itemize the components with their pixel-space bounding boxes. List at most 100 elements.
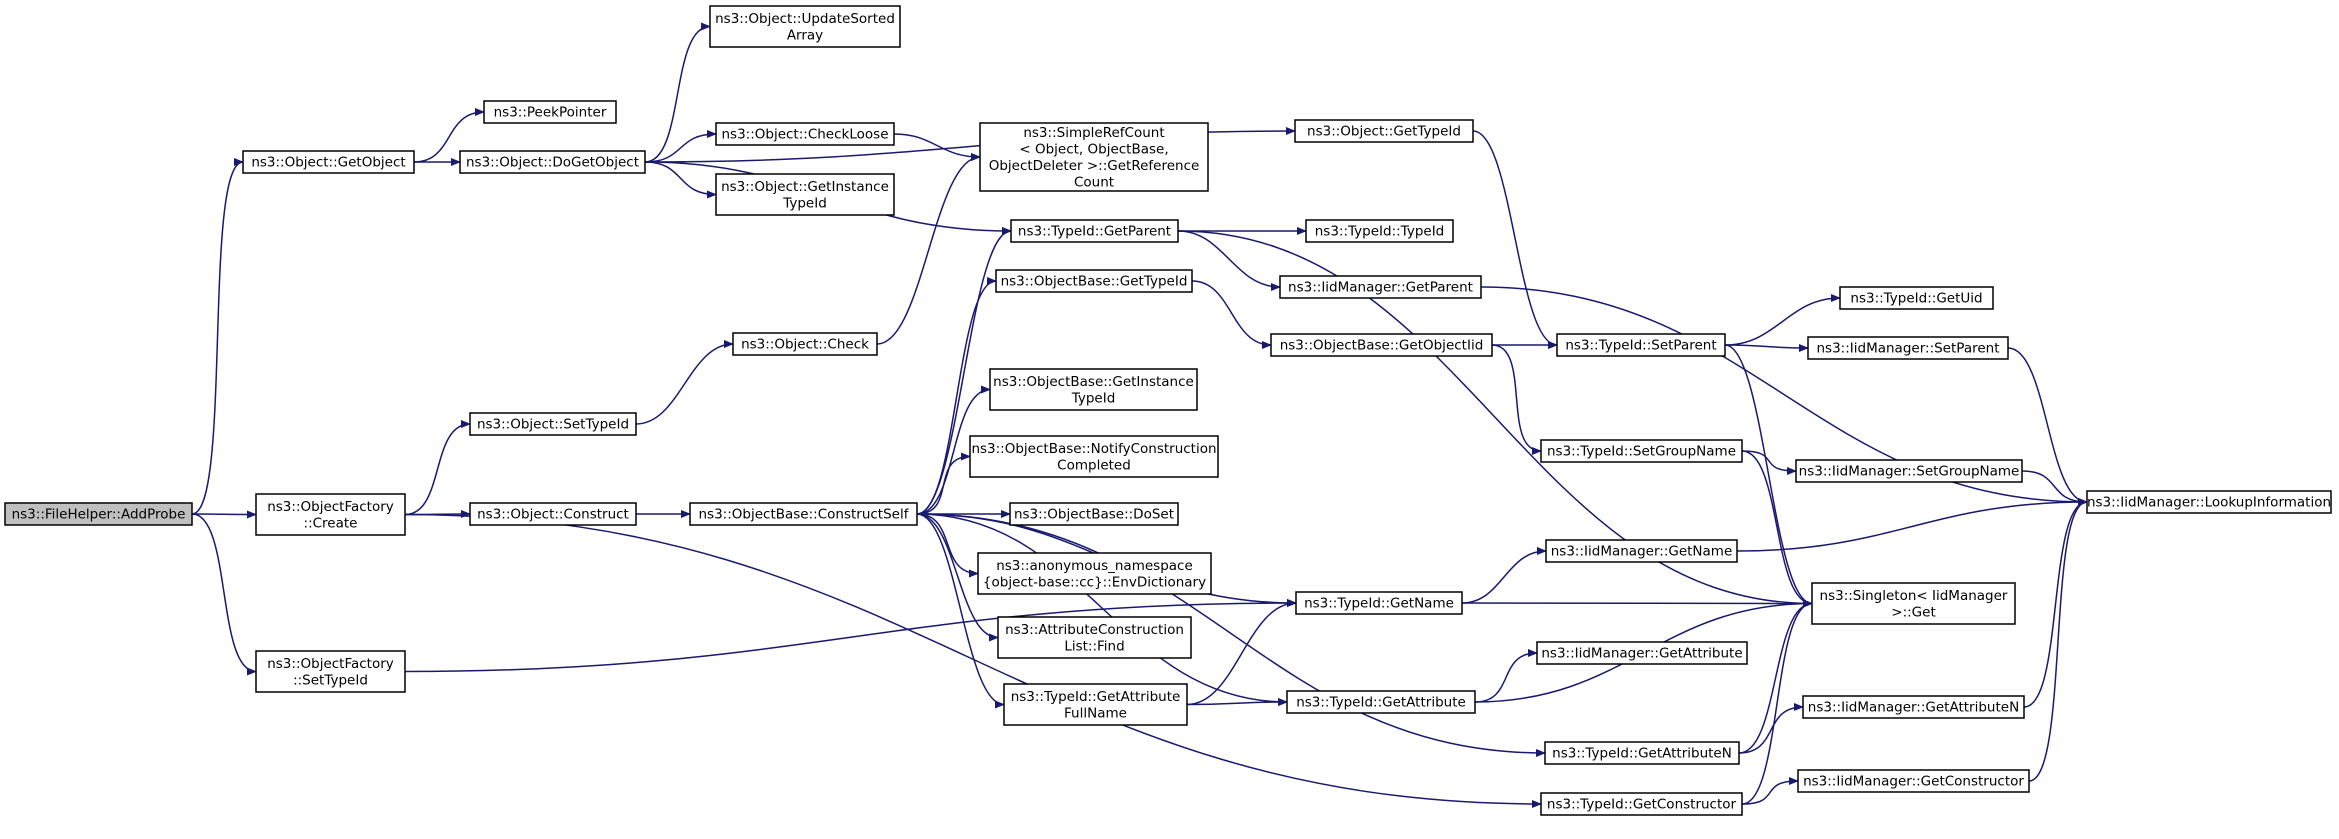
node-label: ns3::Object::CheckLoose xyxy=(721,127,888,143)
node-setparent[interactable]: ns3::TypeId::SetParent xyxy=(1556,333,1726,357)
node-label: ns3::SimpleRefCount xyxy=(1023,125,1164,141)
edge-dogetobject-to-updatesorted xyxy=(644,22,711,163)
node-box xyxy=(1279,275,1482,299)
node-constructself[interactable]: ns3::ObjectBase::ConstructSelf xyxy=(689,502,918,526)
node-label: ns3::Singleton< IidManager xyxy=(1820,588,2008,604)
node-box xyxy=(1802,695,2025,719)
node-notifyconstruction[interactable]: ns3::ObjectBase::NotifyConstructionCompl… xyxy=(969,435,1219,478)
node-getconstructor[interactable]: ns3::TypeId::GetConstructor xyxy=(1540,792,1743,816)
edge-getattributen-to-iid-getattributen xyxy=(1738,703,1804,754)
node-getparent[interactable]: ns3::TypeId::GetParent xyxy=(1010,219,1179,243)
edge-getname-to-iid-getname xyxy=(1461,547,1547,604)
edge-constructself-to-envdict xyxy=(916,513,979,578)
node-getobjectiid[interactable]: ns3::ObjectBase::GetObjectIid xyxy=(1270,333,1493,357)
node-label: ns3::Object::SetTypeId xyxy=(477,417,629,433)
node-obj-settypeid[interactable]: ns3::Object::SetTypeId xyxy=(469,412,637,436)
node-iid-getparent[interactable]: ns3::IidManager::GetParent xyxy=(1279,275,1482,299)
node-iid-getattribute[interactable]: ns3::IidManager::GetAttribute xyxy=(1536,641,1748,665)
node-iid-getattributen[interactable]: ns3::IidManager::GetAttributeN xyxy=(1802,695,2025,719)
node-box xyxy=(242,150,415,174)
node-singleton[interactable]: ns3::Singleton< IidManager>::Get xyxy=(1811,582,2016,625)
node-box xyxy=(989,368,1198,411)
node-label: ns3::ObjectBase::NotifyConstruction xyxy=(971,441,1216,457)
node-addprobe[interactable]: ns3::FileHelper::AddProbe xyxy=(4,502,193,526)
node-iid-setparent[interactable]: ns3::IidManager::SetParent xyxy=(1807,336,2009,360)
node-label: ns3::ObjectBase::GetTypeId xyxy=(1001,274,1188,290)
node-typeid-typeid[interactable]: ns3::TypeId::TypeId xyxy=(1305,219,1454,243)
node-label: ns3::TypeId::SetGroupName xyxy=(1547,444,1736,460)
node-checkloose[interactable]: ns3::Object::CheckLoose xyxy=(715,122,895,146)
node-getattributen[interactable]: ns3::TypeId::GetAttributeN xyxy=(1544,741,1740,765)
edge-constructself-to-notifyconstruction xyxy=(916,452,971,515)
node-box xyxy=(4,502,193,526)
edge-constructself-to-getattribute xyxy=(916,513,1288,706)
node-box xyxy=(1295,591,1463,615)
node-label: ns3::IidManager::GetParent xyxy=(1288,280,1473,296)
node-box xyxy=(715,173,895,216)
node-box xyxy=(1003,683,1188,726)
node-label: ns3::TypeId::GetAttributeN xyxy=(1552,746,1732,762)
node-getuid[interactable]: ns3::TypeId::GetUid xyxy=(1839,286,1994,310)
node-label: Completed xyxy=(1057,457,1131,473)
node-label: ns3::ObjectFactory xyxy=(267,656,394,672)
node-setgroupname[interactable]: ns3::TypeId::SetGroupName xyxy=(1540,439,1743,463)
node-factory-settypeid[interactable]: ns3::ObjectFactory::SetTypeId xyxy=(255,650,406,693)
node-label: ns3::TypeId::GetParent xyxy=(1018,224,1171,240)
node-label: < Object, ObjectBase, xyxy=(1019,141,1168,157)
node-label: ns3::TypeId::TypeId xyxy=(1315,224,1445,240)
node-getname[interactable]: ns3::TypeId::GetName xyxy=(1295,591,1463,615)
node-iid-setgroupname[interactable]: ns3::IidManager::SetGroupName xyxy=(1795,459,2023,483)
node-label: ns3::Object::Check xyxy=(741,337,869,353)
node-label: ns3::TypeId::GetAttribute xyxy=(1011,689,1181,705)
node-obj-check[interactable]: ns3::Object::Check xyxy=(732,332,878,356)
node-ob-gettypeid[interactable]: ns3::ObjectBase::GetTypeId xyxy=(995,269,1193,293)
node-box xyxy=(1556,333,1726,357)
node-getattribute[interactable]: ns3::TypeId::GetAttribute xyxy=(1286,690,1476,714)
edge-dogetobject-to-getinstance xyxy=(644,161,717,199)
node-label: List::Find xyxy=(1064,638,1124,654)
node-iid-getname[interactable]: ns3::IidManager::GetName xyxy=(1545,539,1738,563)
node-box xyxy=(2086,490,2332,514)
node-label: ns3::ObjectBase::GetObjectIid xyxy=(1280,338,1484,354)
node-label: TypeId xyxy=(782,195,827,211)
node-label: ns3::FileHelper::AddProbe xyxy=(12,507,186,523)
edge-getattrfull-to-getattribute xyxy=(1186,698,1288,707)
node-envdict[interactable]: ns3::anonymous_namespace{object-base::cc… xyxy=(977,552,1212,595)
node-box xyxy=(979,122,1209,192)
node-obj-construct[interactable]: ns3::Object::Construct xyxy=(469,502,637,526)
node-layer: ns3::FileHelper::AddProbe ns3::Object::Ge… xyxy=(4,5,2332,816)
node-label: ns3::TypeId::GetAttribute xyxy=(1296,695,1466,711)
node-label: ns3::Object::GetObject xyxy=(251,155,405,171)
node-dogetobject[interactable]: ns3::Object::DoGetObject xyxy=(459,150,646,174)
edge-getattribute-to-iid-getattribute xyxy=(1474,649,1538,703)
edge-setparent-to-iid-setparent xyxy=(1724,343,1809,352)
edge-layer xyxy=(191,22,2088,808)
edge-setgroupname-to-iid-setgroupname xyxy=(1741,450,1797,475)
edge-getname-to-singleton xyxy=(1461,599,1813,608)
edge-getobject-to-peekpointer xyxy=(413,108,485,163)
node-getobject[interactable]: ns3::Object::GetObject xyxy=(242,150,415,174)
edge-getobjectiid-to-setgroupname xyxy=(1491,344,1542,455)
node-label: ns3::AttributeConstruction xyxy=(1005,622,1184,638)
node-box xyxy=(1540,792,1743,816)
node-iid-getconstructor[interactable]: ns3::IidManager::GetConstructor xyxy=(1797,769,2030,793)
node-lookup[interactable]: ns3::IidManager::LookupInformation xyxy=(2086,490,2332,514)
node-label: >::Get xyxy=(1891,604,1935,620)
node-box xyxy=(732,332,878,356)
edge-setparent-to-getuid xyxy=(1724,294,1841,346)
node-box xyxy=(1270,333,1493,357)
node-box xyxy=(1010,219,1179,243)
node-label: FullName xyxy=(1064,705,1127,721)
node-label: ns3::TypeId::GetConstructor xyxy=(1547,797,1737,813)
node-peekpointer[interactable]: ns3::PeekPointer xyxy=(483,100,617,124)
node-doset[interactable]: ns3::ObjectBase::DoSet xyxy=(1009,502,1179,526)
node-obj-gettypeid[interactable]: ns3::Object::GetTypeId xyxy=(1294,119,1474,143)
node-factory-create[interactable]: ns3::ObjectFactory::Create xyxy=(255,493,406,536)
node-refcount[interactable]: ns3::SimpleRefCount< Object, ObjectBase,… xyxy=(979,122,1209,192)
edge-getattrfull-to-getname xyxy=(1186,599,1297,706)
